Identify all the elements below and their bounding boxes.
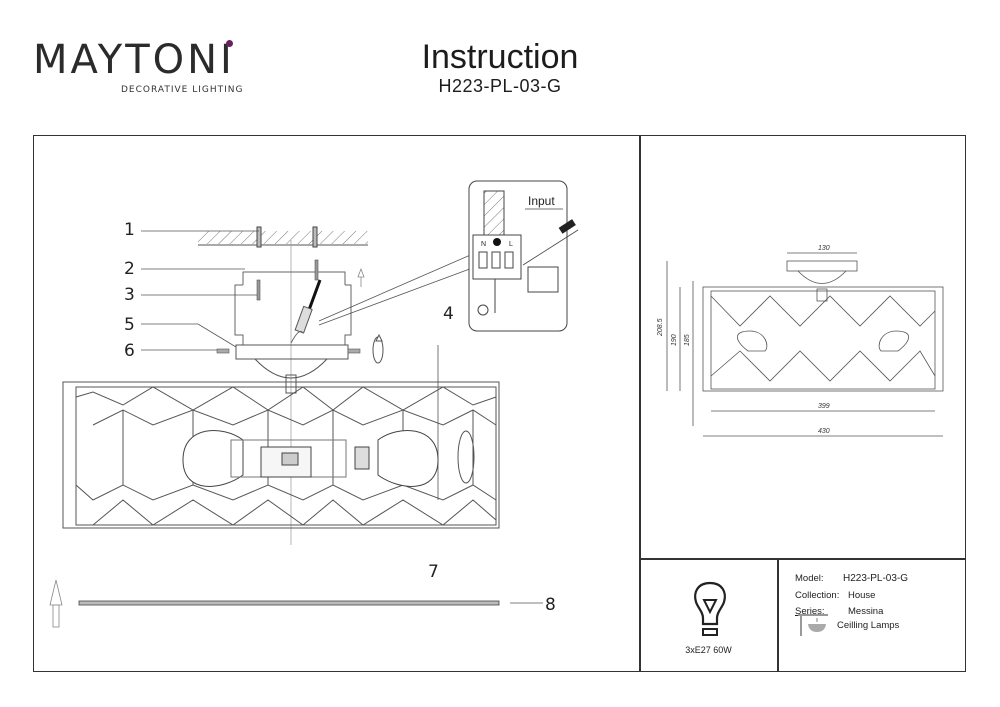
terminal-n: N [481, 241, 486, 248]
callout-1: 1 [124, 220, 135, 240]
callout-7: 7 [428, 562, 439, 582]
collection-label: Collection: [795, 590, 840, 601]
document-title: Instruction [421, 38, 579, 76]
callout-2: 2 [124, 259, 135, 279]
lamp-shade [62, 381, 500, 529]
ground-screw-icon [493, 238, 501, 246]
assembly-diagram: 1 2 3 4 5 6 7 8 Input N L [49, 180, 579, 628]
canopy [235, 344, 349, 394]
model-value: H223-PL-03-G [843, 573, 909, 584]
support-rod [78, 600, 500, 606]
instruction-frame [33, 135, 966, 672]
dim-shade-width-outer: 430 [818, 428, 830, 435]
dim-shade-height-inner: 185 [684, 334, 691, 346]
up-arrow-icon [357, 267, 365, 287]
screwdriver-icon [558, 219, 576, 234]
frame-divider-vertical [639, 135, 641, 672]
callout-5: 5 [124, 315, 135, 335]
wiring-inset: Input N L [468, 180, 579, 332]
callout-8: 8 [545, 595, 556, 615]
collection-value: House [848, 590, 876, 601]
spec-divider [777, 558, 779, 672]
callout-leaders [141, 230, 543, 604]
dim-shade-width-inner: 399 [818, 403, 830, 410]
series-value: Messina [848, 606, 884, 617]
side-screw-icon [216, 348, 361, 354]
series-label: Series: [795, 606, 825, 617]
up-arrow-large-icon [49, 579, 63, 628]
terminal-l: L [509, 241, 513, 248]
cable-connector [290, 279, 322, 344]
model-label: Model: [795, 573, 824, 584]
mounting-bracket [234, 271, 352, 345]
brand-logo: MAYTONI [33, 37, 235, 83]
callout-6: 6 [124, 341, 135, 361]
callout-3: 3 [124, 285, 135, 305]
dim-canopy-diameter: 130 [818, 245, 830, 252]
wiring-input-label: Input [528, 194, 555, 208]
light-bulb-icon [694, 581, 726, 636]
dim-total-height: 208.5 [657, 318, 664, 337]
canopy-outline [786, 260, 858, 272]
document-model-code: H223-PL-03-G [438, 76, 562, 96]
frame-divider-horizontal [639, 558, 966, 560]
bulb-spec: 3xE27 60W [685, 645, 732, 655]
category-value: Ceilling Lamps [837, 620, 900, 631]
shade-rotate-arrow-icon [457, 430, 475, 484]
ceiling-hatch [198, 231, 368, 246]
dim-shade-height-outer: 190 [671, 334, 678, 346]
ceiling-anchor-icon [256, 226, 318, 248]
callout-4: 4 [443, 304, 454, 324]
brand-tagline: DECORATIVE LIGHTING [121, 85, 244, 95]
dimension-drawing: 130 208.5 190 185 399 430 [657, 245, 944, 437]
light-bulbs [182, 429, 439, 487]
rotate-arrow-icon [372, 333, 384, 364]
ceiling-lamp-icon [798, 614, 828, 636]
logo-dot-accent [226, 40, 233, 47]
screw-icon [256, 259, 319, 301]
